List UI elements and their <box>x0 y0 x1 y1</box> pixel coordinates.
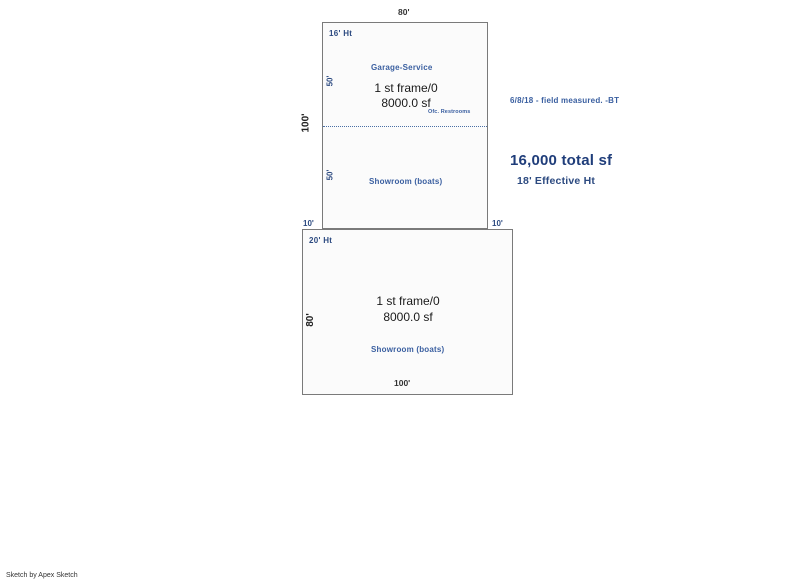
total-area-label: 16,000 total sf <box>510 152 613 169</box>
lower-construction-label: 1 st frame/0 <box>376 294 440 308</box>
lower-height-tag: 20' Ht <box>309 236 333 245</box>
building-lower-outline[interactable]: 20' Ht 1 st frame/0 8000.0 sf Showroom (… <box>302 229 513 395</box>
building-upper-outline[interactable]: 16' Ht 50' 50' Garage-Service 1 st frame… <box>322 22 488 229</box>
upper-detail-label-restrooms: Ofc. Restrooms <box>428 109 471 115</box>
upper-construction-label: 1 st frame/0 <box>374 81 438 95</box>
upper-half-dimension-bottom: 50' <box>325 169 335 181</box>
effective-height-label: 18' Effective Ht <box>517 175 596 187</box>
lower-left-dimension: 80' <box>304 313 316 327</box>
interior-divider-dotted <box>323 126 487 127</box>
upper-top-dimension: 80' <box>398 7 410 17</box>
upper-area-label: 8000.0 sf <box>381 96 431 110</box>
junction-offset-right: 10' <box>492 219 503 228</box>
annotation-block: 6/8/18 - field measured. -BT 16,000 tota… <box>510 96 710 187</box>
junction-offset-left: 10' <box>303 219 314 228</box>
lower-area-label: 8000.0 sf <box>383 310 433 324</box>
upper-half-dimension-top: 50' <box>325 75 335 87</box>
lower-bottom-dimension: 100' <box>394 378 411 388</box>
upper-room-label-garage: Garage-Service <box>371 63 433 72</box>
field-measured-note: 6/8/18 - field measured. -BT <box>510 96 620 105</box>
upper-height-tag: 16' Ht <box>329 29 353 38</box>
footer-credit: Sketch by Apex Sketch <box>6 572 78 579</box>
lower-room-label-showroom: Showroom (boats) <box>371 345 445 354</box>
upper-room-label-showroom: Showroom (boats) <box>369 177 443 186</box>
upper-left-dimension-outer: 100' <box>300 113 312 133</box>
